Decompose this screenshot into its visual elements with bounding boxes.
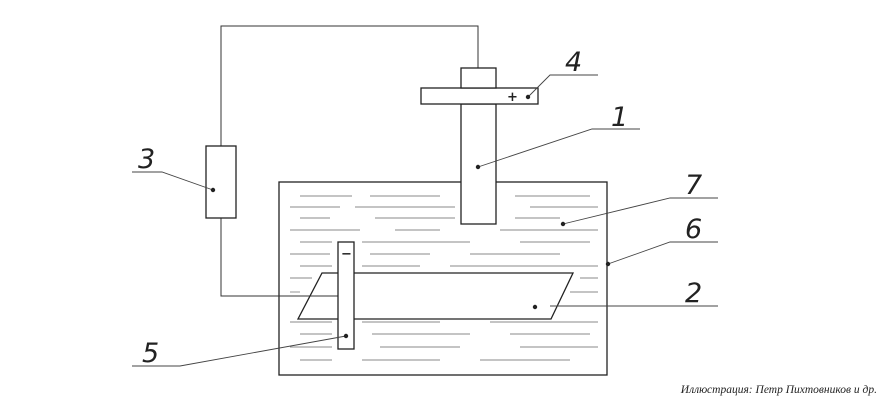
label-3: 3: [138, 144, 155, 175]
minus-sign: −: [341, 247, 352, 262]
plus-sign: +: [507, 90, 518, 105]
electrolyte-tank: [278, 181, 608, 376]
leader-dots: [210, 94, 611, 339]
tool-electrode-cap: [460, 67, 497, 89]
illustration-credit: Иллюстрация: Петр Пихтовников и др.: [680, 384, 877, 396]
electrolyte-hatching: [290, 195, 598, 361]
label-2: 2: [685, 278, 702, 309]
power-source: [205, 145, 237, 219]
label-7: 7: [685, 170, 702, 201]
tool-electrode: [460, 103, 497, 225]
tool-holder-bar: [420, 87, 539, 105]
anode-clamp: [337, 241, 355, 350]
workpiece: [296, 272, 575, 320]
label-4: 4: [565, 47, 582, 78]
label-6: 6: [685, 214, 702, 245]
circuit-wire: [220, 25, 479, 146]
circuit-wire-lower: [220, 218, 340, 297]
leader-lines: [132, 74, 718, 367]
label-1: 1: [611, 102, 628, 133]
label-5: 5: [142, 338, 159, 369]
